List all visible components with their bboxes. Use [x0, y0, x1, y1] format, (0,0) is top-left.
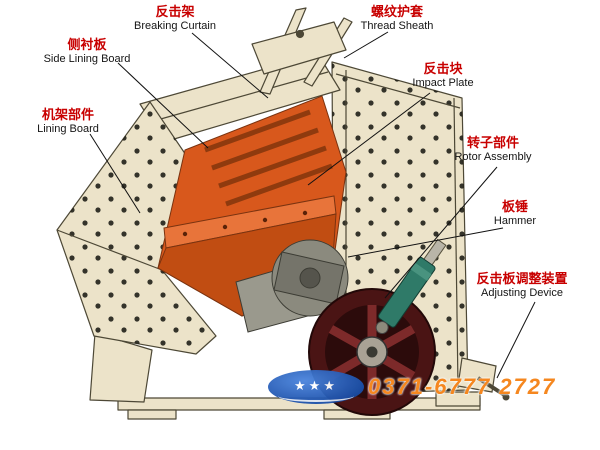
base-support-right [435, 391, 481, 407]
phone-number-watermark: 0371-6777 2727 [368, 374, 557, 399]
top-plate [251, 21, 347, 75]
leader-rotor-assembly [384, 166, 498, 299]
leader-breaking-curtain [191, 32, 269, 99]
company-logo-watermark: ★★★ [268, 370, 364, 404]
logo-stars: ★★★ [294, 378, 338, 393]
rotor-assembly-part [235, 239, 349, 333]
base-foot-left [127, 409, 177, 420]
rotor-shaft [299, 267, 321, 289]
top-bolt [295, 29, 305, 39]
breaking-curtain-slats [204, 109, 333, 207]
leader-adjusting-device [496, 301, 536, 379]
hydraulic-cylinder [375, 238, 447, 335]
leader-lines [89, 31, 536, 379]
adjusting-device-part [457, 357, 510, 401]
leader-lining-board [89, 133, 141, 214]
leader-impact-plate [307, 92, 431, 186]
cylinder-clevis [375, 321, 389, 335]
leader-thread-sheath [343, 31, 389, 59]
chamber-bolts [182, 210, 308, 237]
leader-side-lining-board [117, 62, 209, 149]
leader-hammer [347, 227, 504, 258]
left-leg [89, 332, 153, 403]
